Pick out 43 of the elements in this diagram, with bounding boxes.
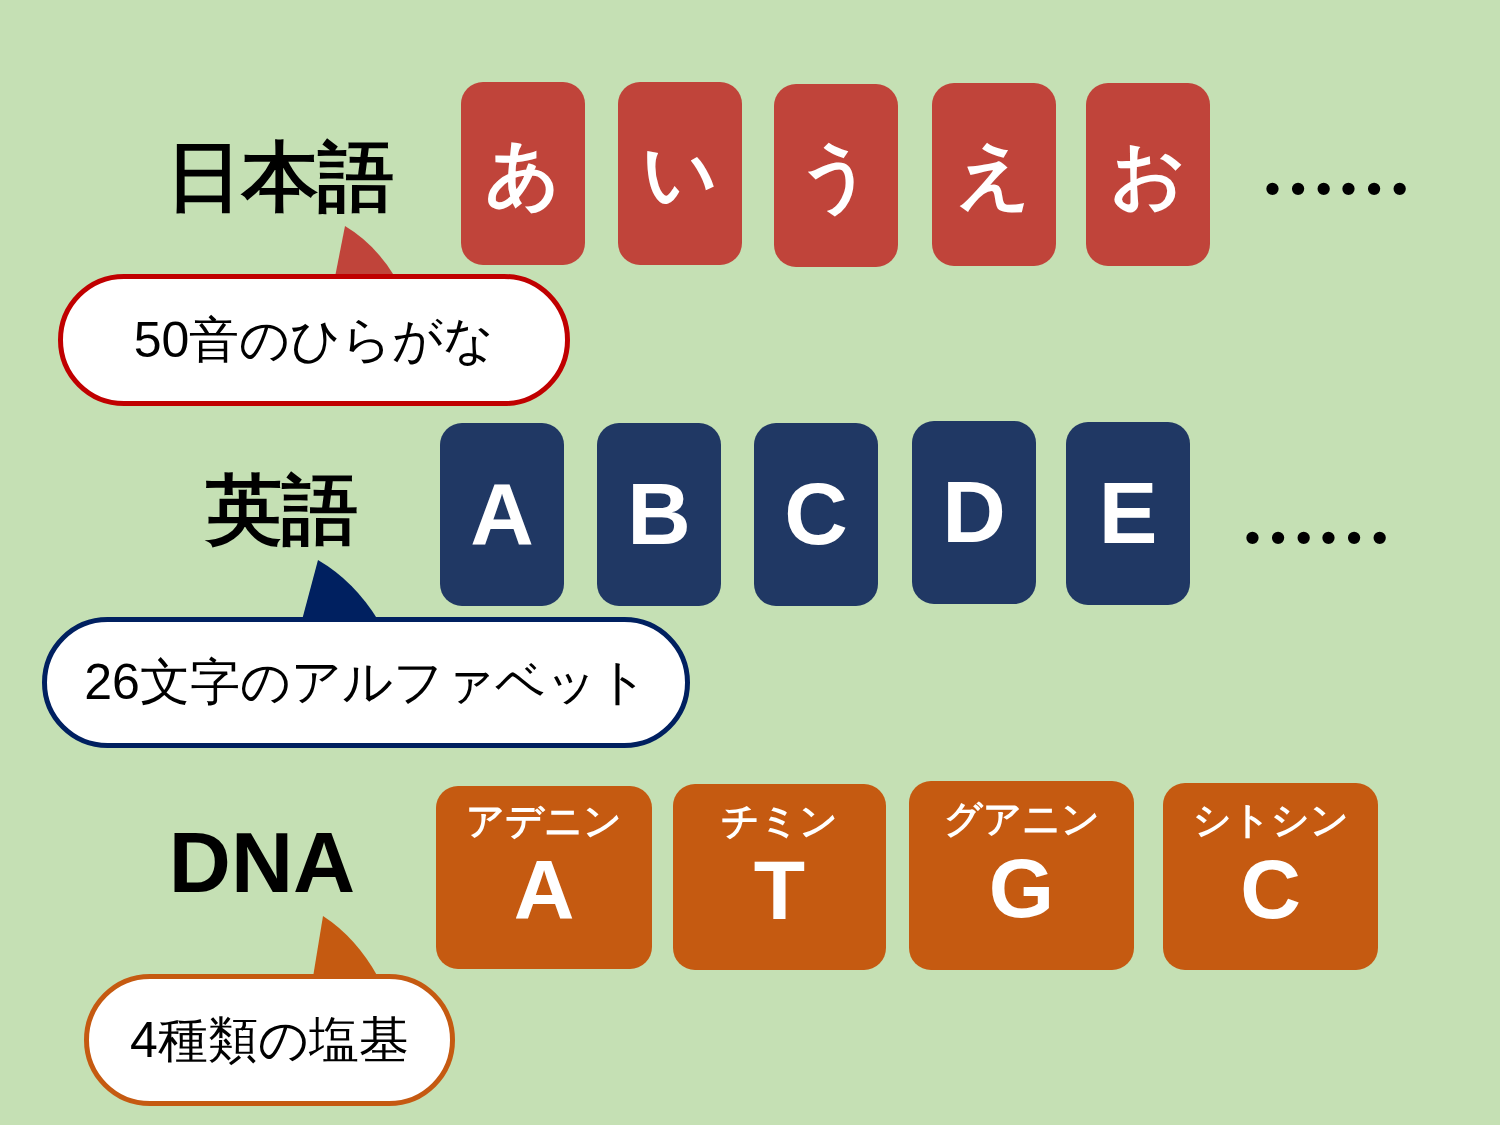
letter-text: う: [798, 136, 874, 215]
base-name: シトシン: [1192, 801, 1349, 842]
base-letter: A: [513, 846, 575, 935]
letter-text: D: [942, 466, 1006, 559]
row-heading: 日本語: [166, 128, 394, 226]
letter-tile: [1086, 83, 1210, 266]
letter-text: あ: [485, 134, 561, 213]
ellipsis: ……: [1240, 479, 1392, 555]
letter-tile: [597, 423, 721, 606]
base-name: グアニン: [943, 800, 1100, 841]
bubble-tail: [313, 916, 378, 977]
letter-tile: [932, 83, 1056, 266]
letter-text: E: [1098, 467, 1158, 560]
letter-text: B: [627, 468, 691, 561]
letter-tile: [440, 423, 564, 606]
row-heading: 英語: [196, 460, 368, 560]
bubble-text: 50音のひらがな: [133, 312, 495, 368]
letter-tile: [912, 421, 1036, 604]
base-tile: [436, 786, 652, 969]
bubble-text: 4種類の塩基: [130, 1012, 409, 1068]
base-letter: C: [1240, 845, 1301, 934]
letter-tile: [461, 82, 585, 265]
base-tile: [909, 781, 1134, 970]
base-letter: G: [988, 844, 1055, 933]
letter-tile: [754, 423, 878, 606]
bubble-text: 26文字のアルファベット: [84, 655, 648, 710]
letter-text: A: [470, 468, 534, 561]
letter-text: お: [1110, 135, 1186, 214]
bubble-tail: [335, 226, 395, 277]
base-name: アデニン: [466, 802, 622, 843]
ellipsis: ……: [1260, 130, 1412, 206]
letter-text: え: [956, 135, 1032, 214]
letter-tile: [618, 82, 742, 265]
letter-text: C: [784, 468, 848, 561]
base-letter: T: [753, 845, 806, 935]
base-tile: [1163, 783, 1378, 970]
bubble-tail: [302, 560, 378, 620]
row-heading: DNA: [160, 808, 364, 916]
letter-tile: [774, 84, 898, 267]
letter-text: い: [642, 134, 718, 213]
base-name: チミン: [721, 801, 838, 842]
letter-tile: [1066, 422, 1190, 605]
base-tile: [673, 784, 886, 970]
